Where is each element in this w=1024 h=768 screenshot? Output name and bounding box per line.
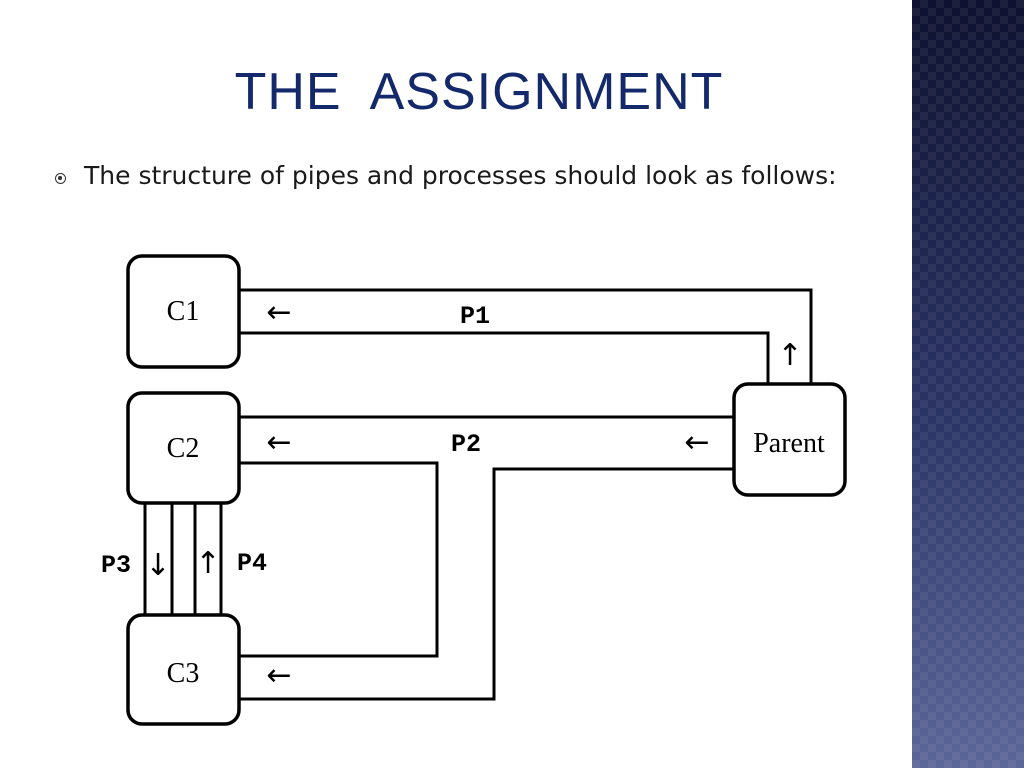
process-c2-box: [126, 391, 241, 505]
pipe-p4-label: P4: [237, 549, 267, 578]
pipe-p1-inner-wall: [239, 331, 770, 384]
pipe-p3-label: P3: [101, 551, 131, 580]
process-c3-box: [126, 613, 241, 726]
p1-up-arrow-icon: ↑: [777, 338, 802, 373]
process-parent-label: Parent: [753, 428, 825, 459]
pipe-p2-label: P2: [451, 430, 481, 459]
p4-up-arrow-icon: ↑: [195, 546, 220, 581]
process-c1-box: [126, 254, 241, 369]
p2-c2-left-arrow-icon: ←: [266, 425, 291, 460]
p3-down-arrow-icon: ↓: [145, 548, 170, 583]
p1-left-arrow-icon: ←: [266, 295, 291, 330]
p2-parent-left-arrow-icon: ←: [684, 425, 709, 460]
slide-title: THE ASSIGNMENT: [234, 63, 724, 121]
pipe-p2-branch-c2: [239, 461, 439, 658]
p2-c3-left-arrow-icon: ←: [266, 658, 291, 693]
pipe-p1-outer-wall: [239, 288, 813, 384]
pipe-p1-label: P1: [460, 302, 490, 331]
bullet-point-icon: [55, 173, 66, 184]
process-parent-box: [732, 382, 847, 497]
process-c2-label: C2: [167, 433, 200, 464]
pipe-p2-branch-c3: [239, 467, 734, 701]
process-c3-label: C3: [167, 658, 200, 689]
bullet-text: The structure of pipes and processes sho…: [84, 161, 837, 190]
decorative-side-band: [912, 0, 1024, 768]
process-c1-label: C1: [167, 296, 200, 327]
